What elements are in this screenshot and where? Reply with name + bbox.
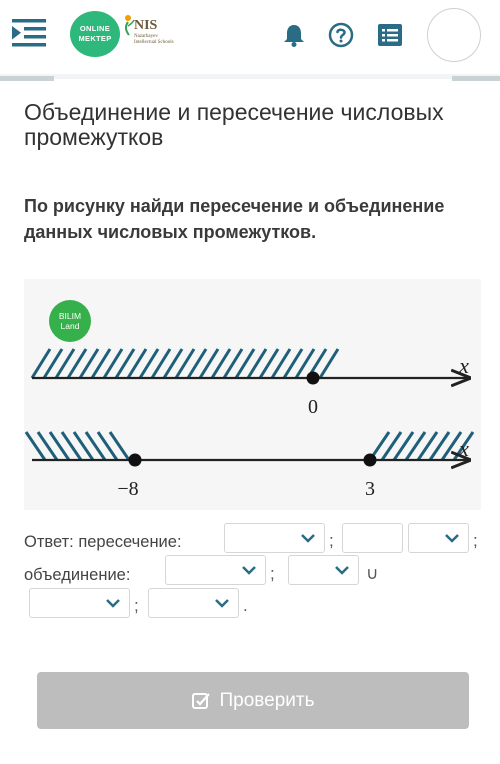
line1-hatching — [30, 348, 340, 379]
task-text: По рисунку найди пересечение и объединен… — [24, 196, 445, 242]
line1-point — [306, 371, 320, 385]
intersection-value-input[interactable] — [342, 523, 403, 553]
lesson-title: Объединение и пересечение числовых проме… — [24, 99, 444, 150]
chevron-down-icon — [445, 534, 459, 543]
union-symbol: ∪ — [366, 564, 379, 583]
logo-nis-text: NIS — [134, 18, 158, 33]
chevron-down-icon — [106, 599, 120, 608]
line2-hatching-left — [24, 431, 131, 461]
semicolon: ; — [134, 596, 139, 615]
semicolon: ; — [473, 531, 478, 550]
online-mektep-logo[interactable]: ONLINE MEKTEP — [70, 11, 120, 57]
logo-online-line1: ONLINE — [79, 24, 111, 33]
number-lines-svg: BILIM Land x 0 x −8 3 — [24, 300, 475, 500]
number-lines-figure: BILIM Land x 0 x −8 3 — [24, 279, 481, 510]
header-tab-right — [452, 76, 500, 81]
user-avatar[interactable] — [427, 8, 481, 62]
union-third-select[interactable] — [29, 588, 130, 618]
chevron-down-icon — [215, 599, 229, 608]
badge-line1: BILIM — [59, 311, 81, 321]
line2-point-left — [128, 453, 142, 467]
semicolon: ; — [329, 531, 334, 550]
check-button[interactable]: Проверить — [37, 672, 469, 729]
line1-point-label: 0 — [308, 396, 318, 418]
line2-hatching-right — [368, 431, 475, 461]
period: . — [243, 596, 248, 615]
intersection-right-select[interactable] — [408, 523, 469, 553]
line2-point-right — [363, 453, 377, 467]
list-icon[interactable] — [377, 22, 403, 48]
chevron-down-icon — [335, 566, 349, 575]
checkbox-icon — [192, 692, 211, 709]
line2-point-right-label: 3 — [365, 478, 375, 500]
menu-collapse-icon[interactable] — [10, 16, 48, 50]
intersection-label: Ответ: пересечение: — [24, 533, 182, 551]
header-tab-left — [0, 76, 54, 81]
top-header: ONLINE MEKTEP NIS Nazarbayev Intellectua… — [0, 0, 500, 72]
bilimland-badge: BILIM Land — [49, 300, 91, 342]
help-icon[interactable] — [328, 22, 354, 48]
header-divider — [0, 74, 500, 79]
check-button-label: Проверить — [219, 689, 315, 711]
badge-line2: Land — [61, 321, 80, 331]
intersection-left-select[interactable] — [224, 523, 325, 553]
logo-online-line2: MEKTEP — [78, 34, 112, 43]
nis-logo: NIS Nazarbayev Intellectual Schools — [122, 12, 174, 58]
union-fourth-select[interactable] — [148, 588, 239, 618]
chevron-down-icon — [301, 534, 315, 543]
line2-point-left-label: −8 — [117, 478, 138, 500]
bell-icon[interactable] — [281, 22, 307, 48]
line1-axis-label: x — [458, 353, 469, 378]
union-label: объединение: — [24, 566, 131, 584]
union-first-select[interactable] — [165, 555, 266, 585]
semicolon: ; — [270, 564, 275, 583]
union-second-select[interactable] — [288, 555, 359, 585]
logo-nis-subtitle: Nazarbayev Intellectual Schools — [134, 34, 174, 45]
line2-axis-label: x — [458, 436, 469, 461]
chevron-down-icon — [242, 566, 256, 575]
